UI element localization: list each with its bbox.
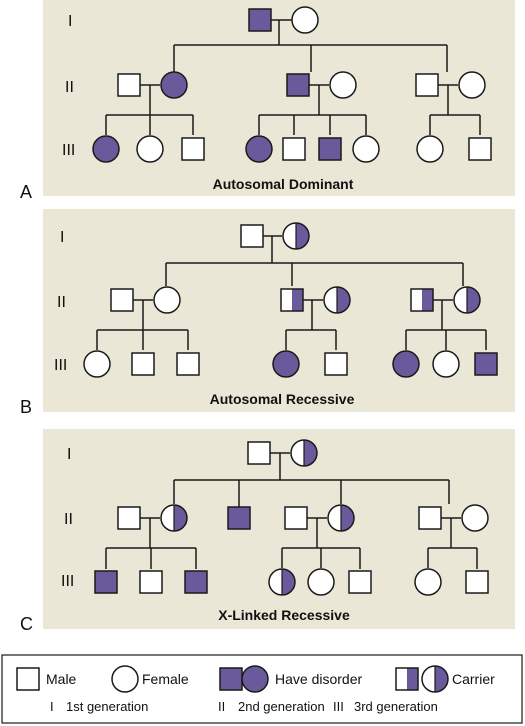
male-affected-symbol — [318, 137, 342, 161]
panel-c-lines — [105, 452, 478, 569]
male-affected-symbol — [474, 352, 498, 376]
male-unaffected-symbol — [247, 441, 271, 465]
female-affected-symbol — [160, 71, 188, 99]
female-unaffected-symbol — [416, 135, 444, 163]
male-unaffected-symbol — [418, 506, 442, 530]
legend-gen-1-numeral: I — [50, 699, 54, 714]
female-carrier-symbol — [268, 568, 296, 596]
panel-b-letter: B — [20, 397, 32, 417]
generation-label-ii: II — [57, 294, 66, 311]
panel-a-generation-labels: I II III — [62, 13, 75, 159]
generation-label-i: I — [60, 229, 64, 246]
panel-c-background — [43, 429, 515, 629]
female-affected-symbol — [392, 350, 420, 378]
legend-gen-3-numeral: III — [333, 699, 344, 714]
panel-a-title: Autosomal Dominant — [213, 176, 354, 192]
male-affected-symbol — [248, 8, 272, 32]
female-unaffected-symbol — [83, 350, 111, 378]
male-unaffected-symbol — [139, 570, 163, 594]
generation-label-iii: III — [54, 357, 67, 374]
female-affected-symbol — [92, 135, 120, 163]
panel-a-letter: A — [20, 182, 32, 202]
legend-gen-2-label: 2nd generation — [238, 699, 325, 714]
female-carrier-symbol — [453, 286, 481, 314]
panel-b-lines — [96, 235, 487, 350]
male-unaffected-symbol — [181, 137, 205, 161]
female-unaffected-symbol — [458, 71, 486, 99]
panel-c-individuals — [94, 439, 489, 596]
panel-a-individuals — [92, 6, 492, 163]
legend-male-label: Male — [46, 671, 77, 687]
male-affected-symbol — [184, 570, 208, 594]
female-unaffected-symbol — [291, 6, 319, 34]
male-affected-symbol — [286, 73, 310, 97]
legend: Male Female Have disorder Carrier I 1st … — [1, 654, 523, 724]
male-unaffected-symbol — [324, 352, 348, 376]
female-carrier-symbol — [282, 222, 310, 250]
legend-gen-1-label: 1st generation — [66, 699, 148, 714]
panel-c-generation-labels: I II III — [61, 446, 74, 590]
female-unaffected-symbol — [329, 71, 357, 99]
male-unaffected-symbol — [282, 137, 306, 161]
generation-label-iii: III — [62, 142, 75, 159]
female-carrier-symbol — [290, 439, 318, 467]
legend-gen-2-numeral: II — [218, 699, 225, 714]
male-unaffected-symbol — [117, 506, 141, 530]
panel-c-letter: C — [20, 614, 33, 634]
male-affected-symbol — [227, 506, 251, 530]
generation-label-i: I — [67, 446, 71, 463]
female-carrier-symbol — [160, 504, 188, 532]
panel-b-individuals — [83, 222, 498, 378]
male-carrier-symbol — [280, 288, 304, 312]
male-unaffected-symbol — [117, 73, 141, 97]
legend-female-label: Female — [142, 671, 189, 687]
male-unaffected-symbol — [465, 570, 489, 594]
legend-affected-label: Have disorder — [275, 671, 362, 687]
male-unaffected-symbol — [284, 506, 308, 530]
male-unaffected-symbol — [468, 137, 492, 161]
legend-generations: I 1st generation II 2nd generation III 3… — [50, 699, 438, 714]
female-unaffected-symbol — [414, 568, 442, 596]
female-unaffected-symbol — [153, 286, 181, 314]
male-affected-symbol — [94, 570, 118, 594]
female-unaffected-symbol — [136, 135, 164, 163]
male-carrier-symbol — [410, 288, 434, 312]
panel-c-title: X-Linked Recessive — [218, 607, 350, 623]
panel-a-lines — [105, 19, 481, 135]
panel-autosomal-recessive: I II III Autosomal Recessive — [43, 209, 515, 412]
generation-label-ii: II — [64, 511, 73, 528]
generation-label-iii: III — [61, 573, 74, 590]
legend-affected-symbols — [219, 665, 269, 693]
legend-gen-3-label: 3rd generation — [354, 699, 438, 714]
male-unaffected-symbol — [415, 73, 439, 97]
panel-x-linked-recessive: I II III X-Linked Recessive — [43, 429, 515, 629]
female-carrier-symbol — [327, 504, 355, 532]
female-unaffected-symbol — [352, 135, 380, 163]
male-unaffected-symbol — [240, 224, 264, 248]
legend-female-symbol — [111, 665, 139, 693]
legend-carrier-label: Carrier — [452, 671, 495, 687]
generation-label-i: I — [68, 13, 72, 30]
female-carrier-symbol — [323, 286, 351, 314]
female-unaffected-symbol — [461, 504, 489, 532]
legend-male-symbol — [16, 667, 40, 691]
panel-b-generation-labels: I II III — [54, 229, 67, 374]
female-unaffected-symbol — [307, 568, 335, 596]
male-unaffected-symbol — [176, 352, 200, 376]
female-affected-symbol — [272, 350, 300, 378]
male-unaffected-symbol — [348, 570, 372, 594]
panel-b-title: Autosomal Recessive — [210, 391, 355, 407]
female-unaffected-symbol — [432, 350, 460, 378]
male-unaffected-symbol — [110, 288, 134, 312]
female-affected-symbol — [245, 135, 273, 163]
panel-autosomal-dominant: I II III Autosomal Dominant — [43, 0, 515, 196]
legend-carrier-symbols — [395, 665, 449, 693]
male-unaffected-symbol — [131, 352, 155, 376]
generation-label-ii: II — [65, 79, 74, 96]
